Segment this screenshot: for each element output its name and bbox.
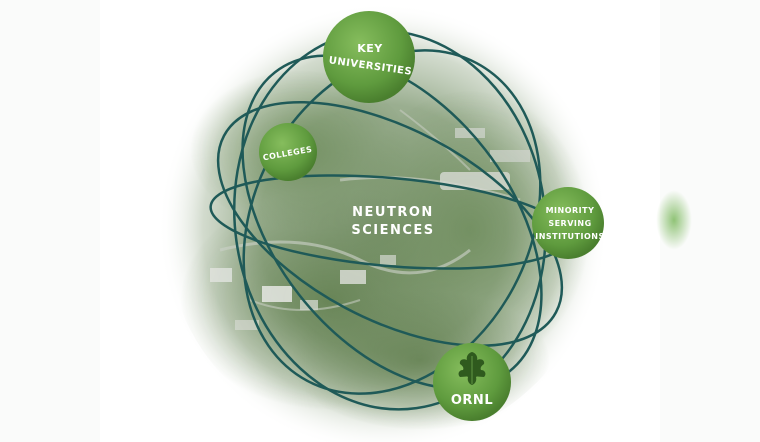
node-key-universities: KEY UNIVERSITIES: [323, 11, 415, 103]
node-minority-line3: INSTITUTIONS: [535, 232, 605, 241]
node-ornl-label: ORNL: [451, 393, 493, 408]
node-colleges: COLLEGES: [259, 123, 317, 181]
node-ornl: ORNL: [433, 343, 511, 421]
node-minority-line2: SERVING: [548, 219, 591, 228]
center-label-line1: NEUTRON: [352, 205, 434, 220]
center-label-line2: SCIENCES: [351, 223, 434, 238]
node-minority-line1: MINORITY: [546, 206, 595, 215]
node-key-universities-line1: KEY: [357, 42, 383, 55]
